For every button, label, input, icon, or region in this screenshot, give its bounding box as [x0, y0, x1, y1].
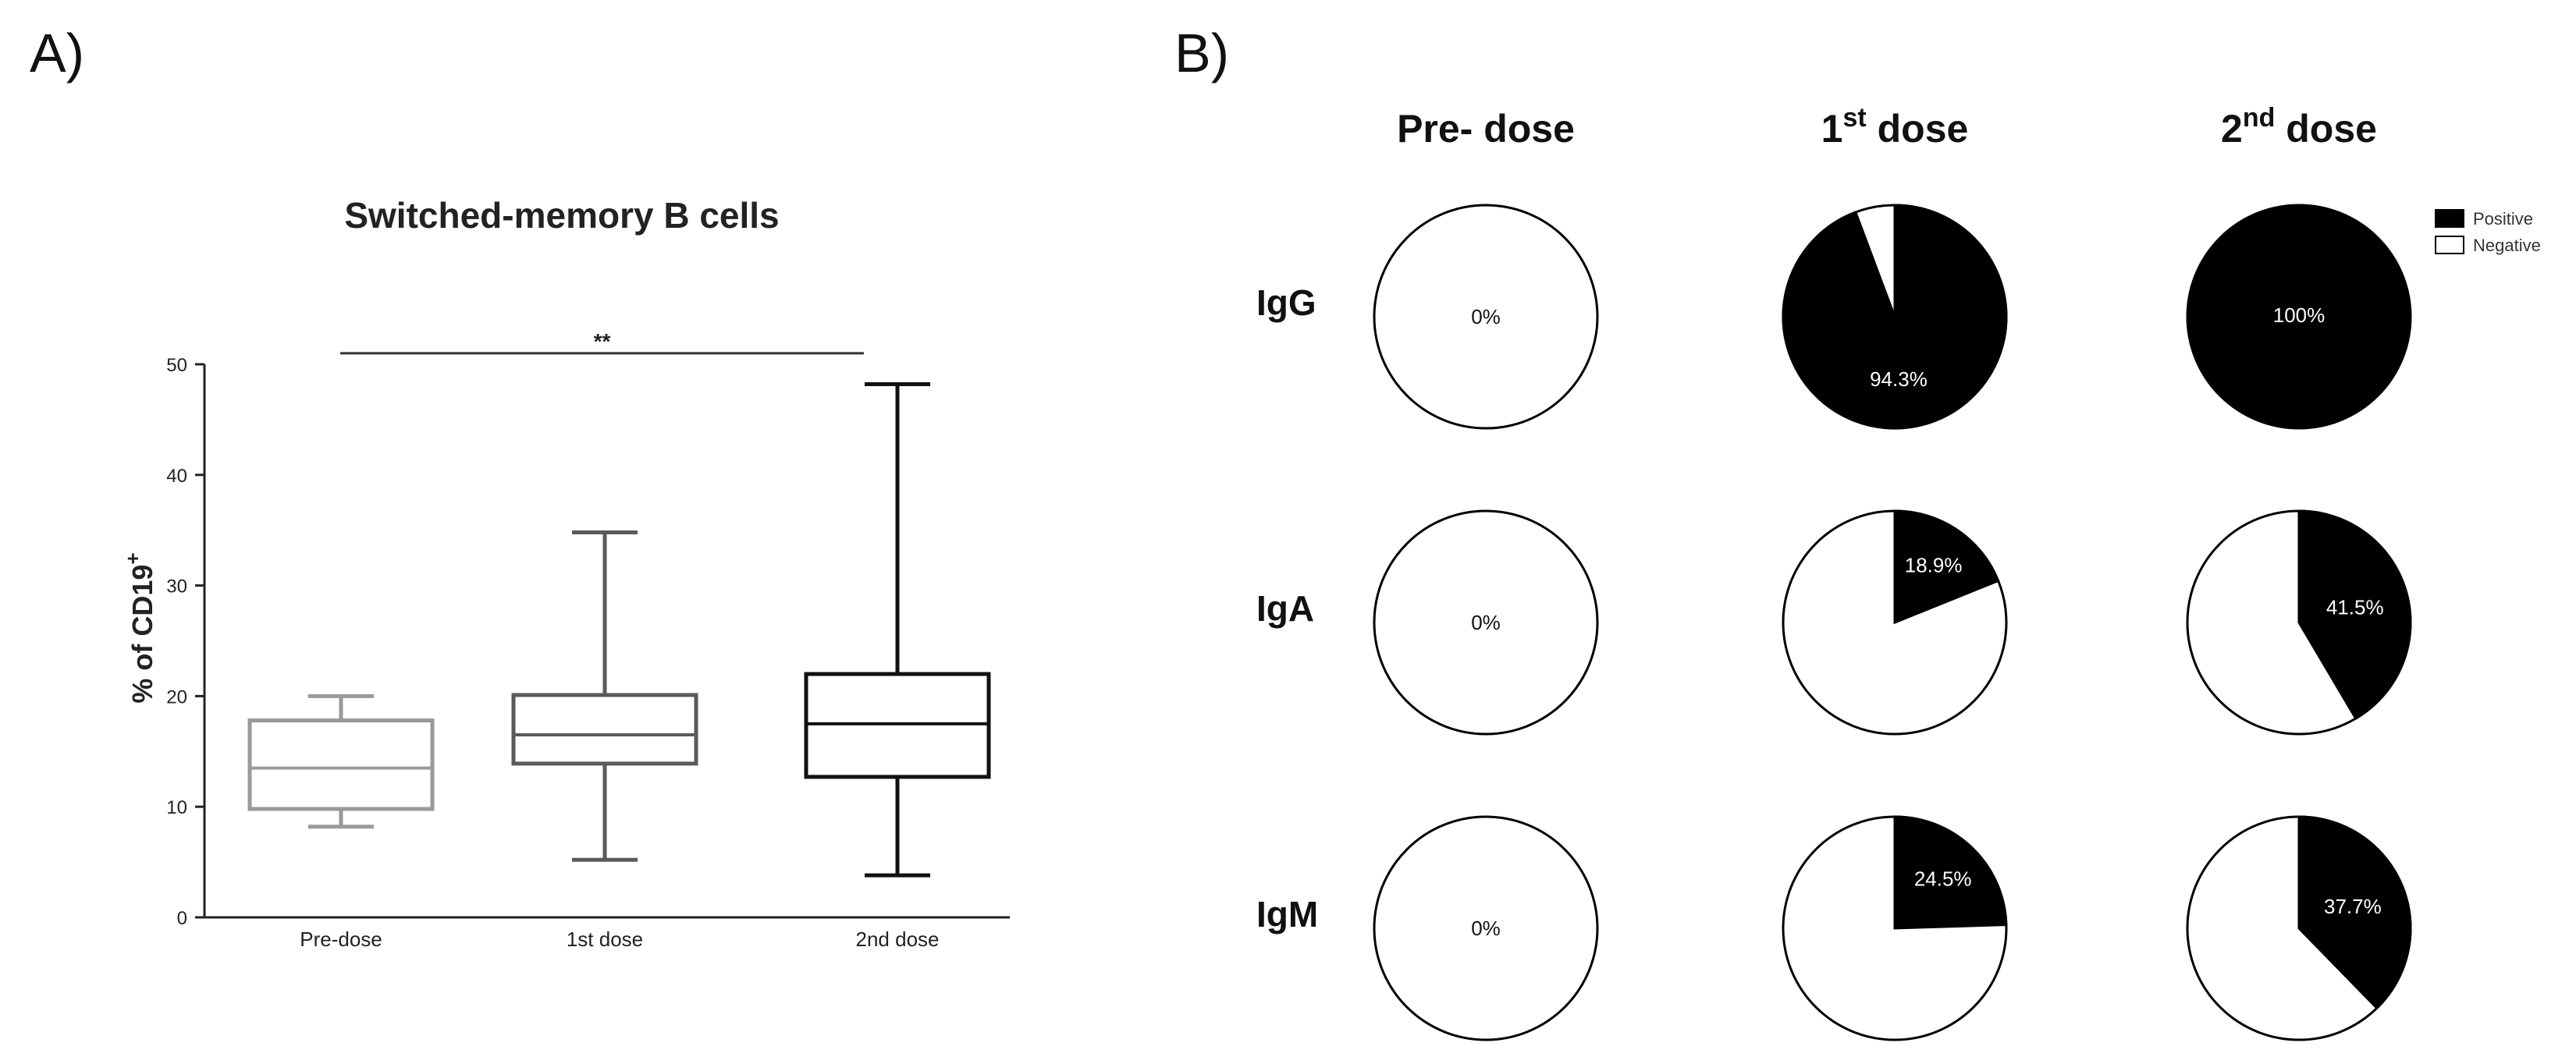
x-tick-label: 1st dose — [567, 927, 643, 951]
box-3 — [804, 382, 991, 878]
pie-slice-positive — [2297, 815, 2412, 1010]
legend-swatch — [2435, 209, 2464, 228]
pie-slice-positive — [1893, 815, 2008, 930]
y-tick-label: 0 — [177, 908, 187, 929]
pie-column-header: 2nd dose — [2221, 103, 2377, 151]
pie-row-label: IgA — [1256, 588, 1314, 629]
pie-IgM-2: 24.5% — [1782, 815, 2008, 1041]
pie-IgA-1: 0% — [1373, 509, 1599, 736]
pie-column-header: 1st dose — [1821, 103, 1969, 151]
panel-b-label: B) — [1174, 23, 1229, 83]
pie-IgM-1: 0% — [1373, 815, 1599, 1041]
legend-label: Positive — [2473, 209, 2533, 229]
pie-value-label: 0% — [1471, 305, 1501, 328]
legend-swatch — [2435, 236, 2464, 254]
x-tick-label: Pre-dose — [300, 927, 382, 951]
boxplot-x-tick-labels: Pre-dose 1st dose 2nd dose — [300, 927, 939, 951]
iqr-box — [804, 672, 991, 779]
boxplot-panel: Switched-memory B cells % of CD19+ 0 10 20… — [121, 195, 1010, 951]
boxplot-axes: 0 10 20 30 40 50 — [166, 355, 1010, 929]
pie-value-label: 100% — [2273, 303, 2326, 327]
pie-row-label: IgM — [1256, 894, 1318, 935]
pie-slice-positive — [1893, 509, 2000, 625]
boxplot-y-axis-label: % of CD19+ — [121, 552, 158, 703]
panel-a-label: A) — [30, 23, 84, 83]
box-2 — [511, 530, 698, 862]
pie-IgG-2: 94.3% — [1782, 204, 2008, 430]
pie-grid-panel: Pre- dose 1st dose 2nd dose IgG IgA IgM 0% 94… — [1256, 103, 2541, 1041]
pie-value-label: 0% — [1471, 611, 1501, 634]
pie-row-labels: IgG IgA IgM — [1256, 282, 1318, 935]
pie-value-label: 24.5% — [1914, 867, 1972, 890]
pie-value-label: 18.9% — [1905, 554, 1963, 577]
x-tick-label: 2nd dose — [856, 927, 940, 951]
pie-value-label: 0% — [1471, 917, 1501, 940]
significance-stars: ** — [594, 329, 611, 353]
y-tick-label: 30 — [166, 576, 187, 598]
y-tick-label: 10 — [166, 797, 187, 818]
iqr-box — [247, 718, 435, 811]
pie-value-label: 94.3% — [1870, 367, 1928, 391]
pie-value-label: 41.5% — [2326, 595, 2384, 619]
pie-column-header: Pre- dose — [1397, 107, 1575, 151]
y-tick-label: 50 — [166, 355, 187, 376]
box-1 — [247, 693, 435, 829]
pie-slice-negative — [1373, 815, 1599, 1041]
pie-IgA-2: 18.9% — [1782, 509, 2008, 736]
pie-column-headers: Pre- dose 1st dose 2nd dose — [1397, 103, 2377, 151]
y-tick-label: 40 — [166, 466, 187, 487]
pie-IgM-3: 37.7% — [2186, 815, 2412, 1041]
pie-slice-positive — [2297, 509, 2412, 721]
boxplot-boxes — [247, 382, 991, 878]
y-axis-label-superscript: + — [121, 552, 144, 564]
pie-charts: 0% 94.3% 100% 0% 18.9% 41.5% 0% 24.5% 37.7% — [1373, 204, 2412, 1041]
pie-IgG-3: 100% — [2186, 204, 2412, 430]
pie-slice-positive — [1782, 204, 2008, 430]
boxplot-title: Switched-memory B cells — [344, 195, 779, 236]
significance-bracket: ** — [340, 329, 864, 355]
pie-slice-negative — [1373, 509, 1599, 736]
iqr-box — [511, 693, 698, 766]
pie-row-label: IgG — [1256, 282, 1316, 323]
pie-IgA-3: 41.5% — [2186, 509, 2412, 736]
y-axis-label-text: % of CD19 — [126, 565, 158, 704]
pie-value-label: 37.7% — [2324, 895, 2382, 918]
legend-label: Negative — [2473, 236, 2541, 255]
pie-IgG-1: 0% — [1373, 204, 1599, 430]
y-tick-label: 20 — [166, 686, 187, 708]
pie-slice-negative — [1373, 204, 1599, 430]
pie-slice-positive — [2186, 204, 2412, 430]
